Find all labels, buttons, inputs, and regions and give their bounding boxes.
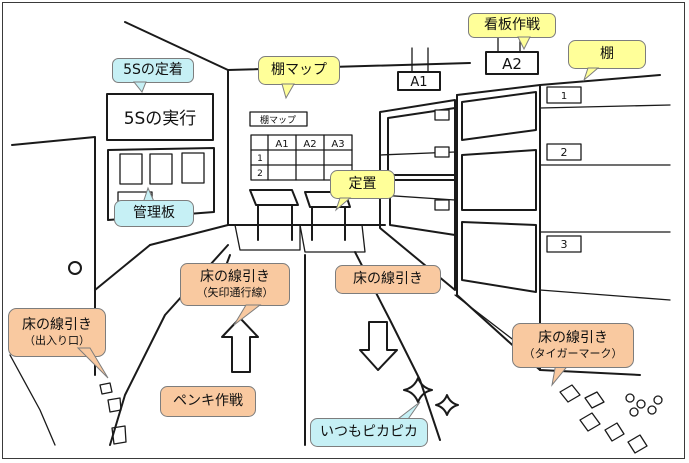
shelf-map-col-a3: A3 — [331, 139, 344, 150]
callout-teichi: 定置 — [330, 170, 395, 212]
callout-tiger: 床の線引き （タイガーマーク） — [512, 323, 634, 387]
floor-arrow-down — [359, 321, 398, 371]
callout-fives-label: 5Sの定着 — [123, 62, 183, 78]
ceiling-sign-a1-frame — [397, 71, 441, 91]
callout-tiger-label: 床の線引き — [538, 330, 608, 346]
callout-yajirushi-label: 床の線引き — [200, 269, 270, 285]
callout-tanamap: 棚マップ — [258, 56, 340, 100]
callout-deiri-sub: （出入り口） — [24, 334, 90, 347]
callout-kanriban: 管理板 — [114, 186, 194, 228]
shelf-label-3: 3 — [561, 238, 568, 251]
shelf-map-board — [249, 111, 353, 181]
sparkles — [403, 377, 459, 416]
left-wall — [94, 21, 229, 291]
callout-pika: いつもピカピカ — [310, 401, 428, 448]
callout-deiri-label: 床の線引き — [22, 317, 92, 333]
ceiling-sign-a2-frame — [485, 51, 539, 75]
shelf-map-heading: 棚マップ — [260, 114, 296, 126]
callout-kanban: 看板作戦 — [468, 13, 556, 51]
callout-yajirushi-sub: （矢印通行線） — [196, 286, 274, 299]
shelf-map-col-a1: A1 — [275, 139, 288, 150]
callout-yuka-mid: 床の線引き — [335, 265, 441, 295]
callout-penki-label: ペンキ作戦 — [173, 393, 243, 409]
callout-kanriban-label: 管理板 — [133, 205, 175, 221]
callout-fives: 5Sの定着 — [112, 58, 194, 93]
ceiling-sign-a1: A1 — [410, 75, 427, 90]
callout-pika-label: いつもピカピカ — [320, 424, 418, 440]
shelf-map-row-1: 1 — [257, 154, 263, 164]
floor-arrow-up — [221, 317, 259, 373]
callout-yuka-mid-label: 床の線引き — [353, 271, 423, 287]
shelf-label-2: 2 — [561, 146, 568, 159]
door — [9, 136, 96, 446]
image-frame — [2, 2, 685, 459]
callout-yajirushi: 床の線引き （矢印通行線） — [180, 263, 290, 326]
shelf-map-row-2: 2 — [257, 169, 263, 179]
entrance-marks — [99, 382, 127, 445]
callout-tiger-sub: （タイガーマーク） — [523, 347, 623, 360]
main-shelf — [454, 74, 671, 376]
callout-penki: ペンキ作戦 — [160, 386, 256, 418]
callout-deiri: 床の線引き （出入り口） — [8, 308, 109, 379]
ceiling-sign-a2: A2 — [502, 55, 522, 73]
callout-tana: 棚 — [568, 40, 646, 82]
callout-tana-label: 棚 — [600, 46, 614, 62]
callout-tanamap-label: 棚マップ — [271, 62, 327, 78]
shelf-label-1: 1 — [561, 91, 567, 102]
tiger-marks — [559, 384, 663, 454]
callout-teichi-label: 定置 — [348, 176, 377, 192]
callout-kanban-label: 看板作戦 — [484, 17, 540, 33]
wall-sign-frame — [106, 93, 214, 141]
shelf-map-col-a2: A2 — [303, 139, 316, 150]
wall-sign-text: 5Sの実行 — [124, 109, 197, 129]
